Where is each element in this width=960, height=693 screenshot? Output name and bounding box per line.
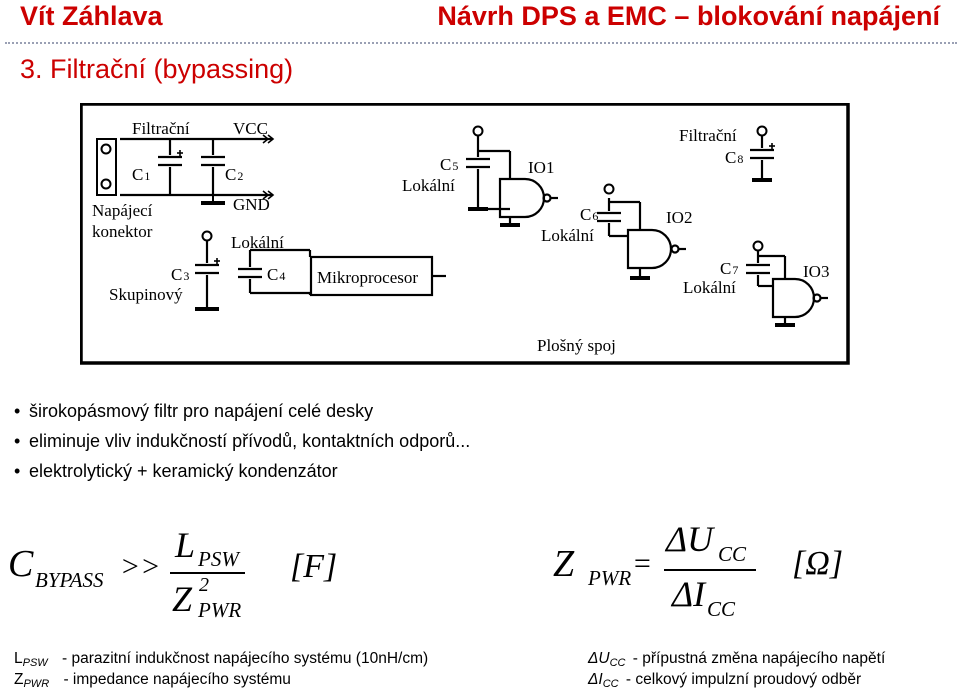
eq2-numerator: ΔU xyxy=(666,519,714,559)
header-divider xyxy=(5,42,957,44)
legend-dicc: ΔICC - celkový impulzní proudový odběr xyxy=(588,671,862,690)
section-heading: 3. Filtrační (bypassing) xyxy=(20,54,294,84)
label-mikroprocesor: Mikroprocesor xyxy=(317,268,418,287)
label-c7: C7 xyxy=(720,259,738,278)
label-io3: IO3 xyxy=(803,262,829,281)
label-plosny-spoj: Plošný spoj xyxy=(537,336,616,355)
label-io2: IO2 xyxy=(666,208,692,227)
label-c3: C3 xyxy=(171,265,189,284)
label-c6: C6 xyxy=(580,205,598,224)
eq1-fraction-bar xyxy=(170,572,245,574)
eq2-operator: = xyxy=(632,547,653,580)
eq2-lhs-sub: PWR xyxy=(588,566,632,590)
eq2-lhs: Z xyxy=(553,543,575,585)
eq1-denominator-exp: 2 xyxy=(199,574,209,596)
label-c8: C8 xyxy=(725,148,743,167)
label-napajeci: Napájecí xyxy=(92,201,153,220)
slide-title: Návrh DPS a EMC – blokování napájení xyxy=(437,1,940,31)
bullet-item: eliminuje vliv indukčností přívodů, kont… xyxy=(14,426,470,456)
label-filtracni-right: Filtrační xyxy=(679,126,737,145)
legend-lpsw: LPSW - parazitní indukčnost napájecího s… xyxy=(14,650,429,669)
label-lokalni-c7: Lokální xyxy=(683,278,736,297)
eq1-operator: >> xyxy=(120,550,161,583)
eq2-denominator: ΔI xyxy=(672,574,706,614)
eq2-numerator-sub: CC xyxy=(718,542,747,566)
slide-header: Vít Záhlava Návrh DPS a EMC – blokování … xyxy=(0,0,960,40)
label-io1: IO1 xyxy=(528,158,554,177)
bullet-item: elektrolytický + keramický kondenzátor xyxy=(14,456,470,486)
label-lokalni-c6: Lokální xyxy=(541,226,594,245)
label-c5: C5 xyxy=(440,155,458,174)
label-c2: C2 xyxy=(225,165,243,184)
eq1-lhs: C xyxy=(8,543,34,585)
label-lokalni-c4: Lokální xyxy=(231,233,284,252)
legend-ducc: ΔUCC - přípustná změna napájecího napětí xyxy=(588,650,886,669)
author-name: Vít Záhlava xyxy=(20,1,163,31)
eq1-numerator: L xyxy=(175,525,196,565)
bullet-list: širokopásmový filtr pro napájení celé de… xyxy=(14,396,470,486)
legend-zpwr: ZPWR - impedance napájecího systému xyxy=(14,671,291,690)
eq1-numerator-sub: PSW xyxy=(198,547,239,571)
eq1-lhs-sub: BYPASS xyxy=(35,568,104,592)
label-gnd: GND xyxy=(233,195,270,214)
bullet-item: širokopásmový filtr pro napájení celé de… xyxy=(14,396,470,426)
label-konektor: konektor xyxy=(92,222,153,241)
label-c4: C4 xyxy=(267,265,285,284)
circuit-diagram: Filtrační VCC C1 C2 GND Napájecí konekto… xyxy=(80,103,850,365)
label-lokalni-c5: Lokální xyxy=(402,176,455,195)
label-vcc: VCC xyxy=(233,119,268,138)
eq2-denominator-sub: CC xyxy=(707,597,736,621)
eq1-denominator: Z xyxy=(172,579,193,619)
eq1-denominator-sub: PWR xyxy=(198,598,242,622)
label-filtracni-left: Filtrační xyxy=(132,119,190,138)
label-skupinovy: Skupinový xyxy=(109,285,183,304)
label-c1: C1 xyxy=(132,165,150,184)
eq2-unit: [Ω] xyxy=(792,545,844,582)
eq2-fraction-bar xyxy=(664,569,756,571)
eq1-unit: [F] xyxy=(290,548,338,585)
